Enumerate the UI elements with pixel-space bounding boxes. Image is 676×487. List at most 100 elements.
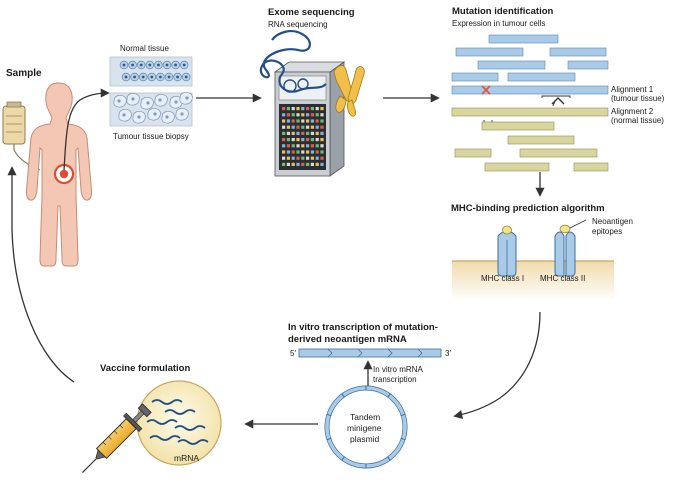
mutation-title: Mutation identification bbox=[452, 6, 554, 17]
sequencer-light bbox=[282, 138, 286, 142]
sequencer-light bbox=[291, 162, 295, 166]
normal-cell-icon bbox=[156, 72, 165, 82]
mrna-bubble-icon bbox=[136, 380, 222, 466]
read-bar bbox=[455, 47, 524, 57]
syringe-icon bbox=[82, 403, 152, 473]
tumour-cell-icon bbox=[113, 95, 127, 108]
tandem-minigene-plasmid-icon bbox=[324, 385, 408, 469]
sequencer-light bbox=[301, 131, 305, 135]
read-bar bbox=[481, 121, 555, 131]
normal-cell-icon bbox=[145, 60, 155, 70]
sequencer-light bbox=[291, 113, 295, 117]
neoantigen-pointer bbox=[569, 219, 587, 229]
normal-tissue-panel bbox=[109, 56, 193, 87]
sequencer-light bbox=[301, 113, 305, 117]
sequencer-light bbox=[282, 156, 286, 160]
sequencer-light bbox=[282, 107, 286, 111]
sequencer-light bbox=[306, 119, 310, 123]
plasmid-label-2: minigene bbox=[347, 423, 382, 433]
sequencer-light bbox=[291, 150, 295, 154]
sequencer-light bbox=[310, 107, 314, 111]
sequencer-light bbox=[282, 131, 286, 135]
ivt-title: In vitro transcription of mutation- bbox=[288, 322, 438, 333]
read-bar bbox=[477, 60, 546, 70]
sequencer-light bbox=[306, 107, 310, 111]
arrow-to-patient bbox=[7, 166, 75, 383]
normal-cell-icon bbox=[164, 72, 174, 82]
sequencer-light bbox=[296, 125, 300, 129]
sequencer-light bbox=[320, 150, 324, 154]
sequencer-light bbox=[306, 131, 310, 135]
sequencer-light bbox=[310, 119, 314, 123]
sequencer-light bbox=[296, 107, 300, 111]
mrna-label: mRNA bbox=[174, 453, 199, 463]
sequencer-light bbox=[310, 150, 314, 154]
sequencer-light bbox=[306, 150, 310, 154]
normal-cell-icon bbox=[136, 60, 146, 70]
mhc-title: MHC-binding prediction algorithm bbox=[451, 203, 605, 214]
sequencer-light bbox=[296, 113, 300, 117]
normal-cell-icon bbox=[138, 72, 148, 82]
read-bar bbox=[507, 135, 575, 145]
plasmid-segment-mark bbox=[387, 393, 391, 398]
read-bar bbox=[454, 148, 492, 158]
sequencer-light bbox=[310, 125, 314, 129]
read-bar bbox=[488, 34, 559, 44]
tumour-cell-icon bbox=[132, 111, 146, 124]
sequencer-light bbox=[286, 113, 290, 117]
normal-cell-icon bbox=[119, 60, 129, 70]
normal-cell-icon bbox=[128, 60, 137, 70]
vaccine-title: Vaccine formulation bbox=[100, 363, 190, 374]
normal-cell-icon bbox=[154, 60, 163, 70]
sequencer-light bbox=[315, 144, 319, 148]
sequencer-light bbox=[315, 150, 319, 154]
read-bar bbox=[519, 148, 598, 158]
alignment-2-bar bbox=[451, 107, 609, 117]
sequencer-light bbox=[310, 131, 314, 135]
sequencer-light bbox=[291, 144, 295, 148]
neoantigen-label: Neoantigen bbox=[592, 217, 633, 226]
normal-cell-icon bbox=[173, 72, 182, 82]
sequencer-light bbox=[315, 162, 319, 166]
sequencer-light bbox=[315, 131, 319, 135]
neoantigen-sublabel: epitopes bbox=[592, 227, 622, 236]
tumour-cell-icon bbox=[175, 108, 189, 121]
sequencer-light bbox=[282, 119, 286, 123]
sequencer-light bbox=[296, 156, 300, 160]
sequencer-light bbox=[320, 125, 324, 129]
read-bar bbox=[451, 72, 499, 82]
sequencer-light bbox=[310, 144, 314, 148]
sequencer-light bbox=[282, 150, 286, 154]
sequencer-light bbox=[306, 113, 310, 117]
read-bar bbox=[484, 162, 550, 172]
plasmid-segment-mark bbox=[341, 456, 345, 461]
transcription-label: In vitro mRNA bbox=[373, 365, 423, 374]
sequencer-light bbox=[296, 162, 300, 166]
sequencer-light bbox=[301, 138, 305, 142]
sequencer-light bbox=[282, 125, 286, 129]
sequencer-light bbox=[282, 162, 286, 166]
normal-cell-icon bbox=[130, 72, 139, 82]
mhc-class-2-icon bbox=[554, 224, 576, 277]
tumour-cell-icon bbox=[118, 109, 132, 122]
tumour-tissue-panel bbox=[109, 92, 193, 127]
sequencer-light bbox=[306, 144, 310, 148]
sequencer-light bbox=[320, 144, 324, 148]
cell-membrane bbox=[452, 260, 614, 301]
sequencer-light bbox=[282, 113, 286, 117]
tumour-cell-icon bbox=[169, 96, 183, 109]
three-prime-label: 3′ bbox=[445, 349, 451, 358]
sequencer-light bbox=[306, 138, 310, 142]
sequencer-light bbox=[320, 113, 324, 117]
read-bar bbox=[573, 162, 609, 172]
read-bar bbox=[507, 72, 576, 82]
tumour-cell-icon bbox=[140, 97, 154, 110]
sequencer-light bbox=[320, 156, 324, 160]
normal-cell-icon bbox=[181, 72, 191, 82]
five-prime-label: 5′ bbox=[290, 349, 296, 358]
sequencer-light bbox=[286, 150, 290, 154]
sequencer-light bbox=[291, 131, 295, 135]
alignment-2-label: Alignment 2 bbox=[611, 107, 654, 116]
sequencer-light bbox=[296, 150, 300, 154]
sequencer-light bbox=[320, 131, 324, 135]
